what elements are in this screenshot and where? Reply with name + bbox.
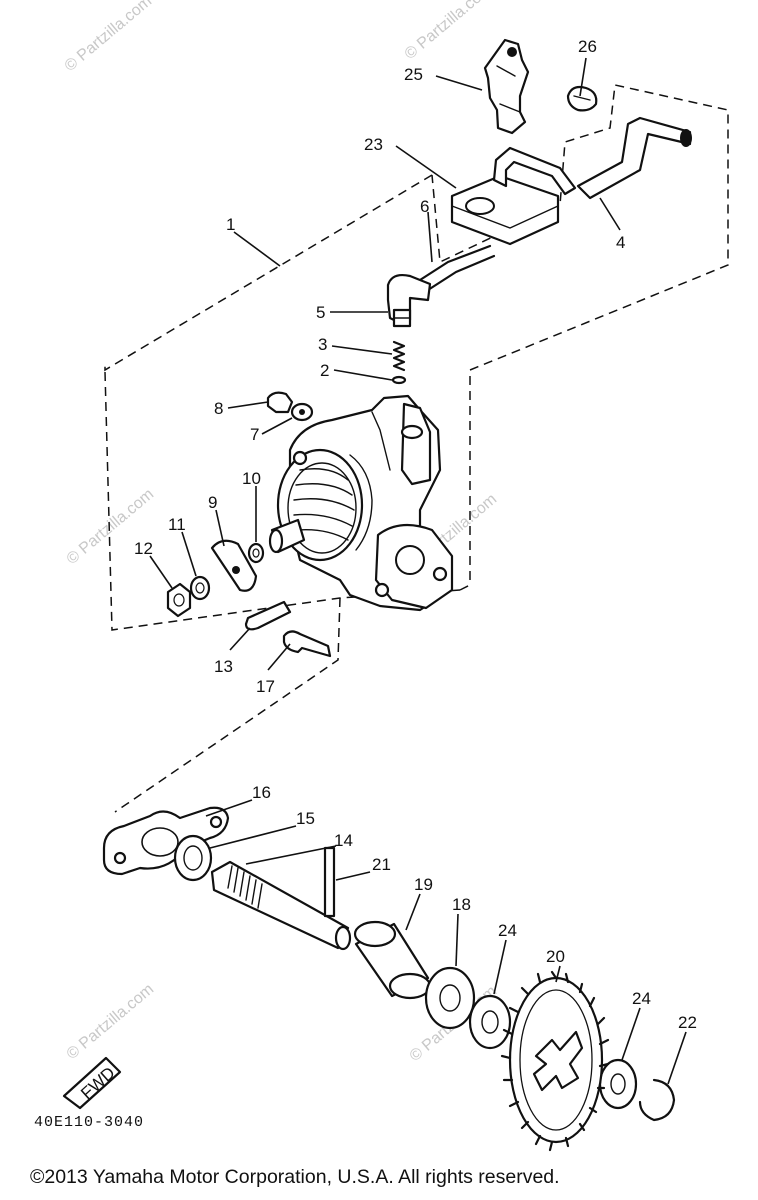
- part-18-washer: [424, 966, 476, 1030]
- part-13-clip: [244, 600, 292, 631]
- part-9-plate: [210, 539, 258, 592]
- callout-26: 26: [578, 37, 597, 56]
- callout-18: 18: [452, 895, 471, 914]
- callout-7: 7: [250, 425, 259, 444]
- part-8-bolt: [266, 391, 294, 414]
- part-4-hose: [576, 116, 692, 200]
- callout-22: 22: [678, 1013, 697, 1032]
- callout-2: 2: [320, 361, 329, 380]
- callout-4: 4: [616, 233, 625, 252]
- part-26-clip: [566, 85, 598, 112]
- part-15-seal: [173, 834, 213, 882]
- callout-3: 3: [318, 335, 327, 354]
- part-23-oil-tank: [450, 146, 577, 246]
- callout-5: 5: [316, 303, 325, 322]
- callout-1: 1: [226, 215, 235, 234]
- callout-17: 17: [256, 677, 275, 696]
- part-20-gear: [500, 970, 610, 1152]
- part-21-pin: [323, 846, 336, 918]
- callout-23: 23: [364, 135, 383, 154]
- callout-numbers: 25 26 23 1 6 4 5 3 2 8 7 10 9 11 12 13 1…: [134, 37, 697, 1032]
- diagram-code: 40E110-3040: [34, 1114, 145, 1131]
- callout-24a: 24: [498, 921, 517, 940]
- part-5-fitting: [386, 273, 432, 328]
- callout-15: 15: [296, 809, 315, 828]
- callout-6: 6: [420, 197, 429, 216]
- watermark: © Partzilla.com: [64, 981, 158, 1063]
- part-24-washer-a: [468, 994, 512, 1050]
- callout-16: 16: [252, 783, 271, 802]
- part-2-ball: [391, 375, 407, 385]
- callout-25: 25: [404, 65, 423, 84]
- leader-lines: [149, 57, 687, 1085]
- part-12-nut: [166, 582, 192, 618]
- callout-13: 13: [214, 657, 233, 676]
- part-6-hose: [418, 244, 496, 292]
- callout-8: 8: [214, 399, 223, 418]
- part-17-bolt: [282, 630, 332, 658]
- part-10-washer: [247, 542, 265, 564]
- callout-11: 11: [168, 515, 186, 534]
- part-24-washer-b: [598, 1058, 638, 1110]
- pump-shaft-stub: [268, 518, 306, 554]
- callout-12: 12: [134, 539, 153, 558]
- part-3-spring: [392, 340, 406, 372]
- part-11-washer: [189, 575, 211, 601]
- callout-14: 14: [334, 831, 353, 850]
- part-25-bracket: [483, 38, 530, 135]
- callout-24b: 24: [632, 989, 651, 1008]
- part-7-washer: [290, 402, 314, 422]
- callout-20: 20: [546, 947, 565, 966]
- copyright-notice: ©2013 Yamaha Motor Corporation, U.S.A. A…: [30, 1166, 560, 1188]
- part-16-gasket: [102, 806, 230, 876]
- watermark: © Partzilla.com: [402, 0, 496, 63]
- callout-21: 21: [372, 855, 391, 874]
- watermark: © Partzilla.com: [62, 0, 156, 75]
- callout-10: 10: [242, 469, 261, 488]
- part-19-collar: [353, 920, 432, 1000]
- part-22-circlip: [638, 1078, 676, 1122]
- oil-pump-body: [276, 394, 454, 612]
- callout-19: 19: [414, 875, 433, 894]
- callout-9: 9: [208, 493, 217, 512]
- part-14-drive-shaft: [210, 860, 352, 951]
- fwd-arrow-icon: FWD: [62, 1056, 122, 1110]
